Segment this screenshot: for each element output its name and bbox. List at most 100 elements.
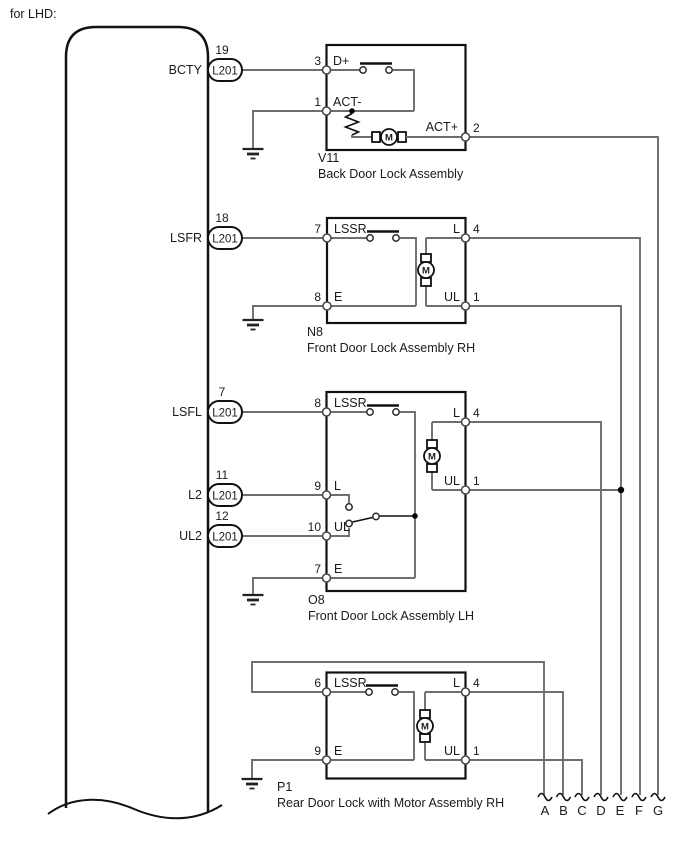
ecu-break-wave — [47, 798, 223, 820]
motor-label-o8: M — [428, 452, 436, 463]
pin-circle — [321, 65, 332, 75]
branch-terminals: A B C D E F G — [537, 792, 666, 818]
n8-label-ul: UL — [444, 290, 460, 304]
ground-icon-p1 — [241, 777, 263, 790]
ecu-signal-ul2: UL2 — [179, 529, 202, 543]
pin-circle — [321, 407, 332, 417]
n8-pin1: 1 — [473, 290, 480, 304]
pin-circle — [460, 417, 471, 427]
o8-pin7: 7 — [314, 562, 321, 576]
ecu-signal-l2: L2 — [188, 488, 202, 502]
ecu-body — [47, 25, 223, 820]
o8-pin8: 8 — [314, 396, 321, 410]
o8-label-l-in: L — [334, 479, 341, 493]
n8-pin4: 4 — [473, 222, 480, 236]
o8-label-ul-in: UL — [334, 520, 350, 534]
o8-id: O8 — [308, 593, 325, 607]
break-tilde-icon-g — [650, 792, 666, 802]
o8-label-e: E — [334, 562, 342, 576]
break-tilde-icon-c — [574, 792, 590, 802]
pin-circle — [322, 301, 332, 311]
wire-o8-ground — [252, 577, 327, 594]
pin-circle — [321, 106, 332, 116]
p1-id: P1 — [277, 780, 292, 794]
ecu-outline — [64, 25, 210, 812]
v11-name: Back Door Lock Assembly — [318, 167, 464, 181]
pin-circle — [460, 485, 471, 495]
pin-circle — [321, 755, 332, 765]
p1-label-ul: UL — [444, 744, 460, 758]
branch-label-a: A — [541, 803, 550, 818]
ground-icon-v11 — [242, 147, 264, 160]
wire-p1-ul-to-c — [465, 759, 583, 795]
connector-code-l2: L201 — [212, 491, 238, 503]
p1-pin9: 9 — [314, 744, 321, 758]
wire-n8-l-to-f — [465, 237, 641, 795]
block-p1: M 6 LSSR 9 E L 4 UL 1 P1 Rear Door Lock … — [277, 671, 504, 810]
branch-label-g: G — [653, 803, 663, 818]
motor-icon-o8: M — [423, 439, 441, 473]
connector-oval-ul2 — [207, 524, 243, 548]
pin-circle — [321, 531, 332, 541]
motor-icon-v11: M — [371, 128, 407, 146]
o8-name: Front Door Lock Assembly LH — [308, 609, 474, 623]
n8-label-e: E — [334, 290, 342, 304]
connector-oval-lsfl — [207, 400, 243, 424]
block-v11: M 3 D+ 1 ACT- ACT+ 2 V11 Back Door Lock … — [314, 43, 480, 181]
wire-p1-ground — [251, 759, 327, 778]
block-n8: M 7 LSSR 8 E L 4 UL 1 N8 Front Door Lock… — [307, 216, 480, 355]
connector-oval-l2 — [207, 483, 243, 507]
ground-icon-o8 — [242, 593, 264, 606]
break-tilde-icon-e — [612, 792, 628, 802]
branch-label-b: B — [559, 803, 568, 818]
branch-label-d: D — [596, 803, 605, 818]
junction-dot-e — [617, 486, 625, 494]
pin-circle — [322, 233, 332, 243]
wire-v11-actplus-to-g — [465, 136, 659, 795]
pin-circle — [460, 755, 471, 765]
motor-label-n8: M — [422, 266, 430, 277]
motor-label-p1: M — [421, 722, 429, 733]
v11-id: V11 — [318, 151, 339, 165]
connector-code-lsfr: L201 — [212, 234, 238, 246]
v11-pin3: 3 — [314, 54, 321, 68]
ecu-signal-lsfl: LSFL — [172, 405, 202, 419]
ecu-pinnum-ul2: 12 — [215, 509, 229, 523]
pin-circle — [321, 490, 332, 500]
o8-pin4: 4 — [473, 406, 480, 420]
o8-pin1: 1 — [473, 474, 480, 488]
p1-name: Rear Door Lock with Motor Assembly RH — [277, 796, 504, 810]
v11-label-actplus: ACT+ — [426, 120, 458, 134]
motor-label-v11: M — [385, 133, 393, 144]
branch-label-e: E — [616, 803, 625, 818]
page-title: for LHD: — [10, 7, 57, 21]
o8-outline — [325, 390, 467, 593]
motor-icon-p1: M — [416, 709, 434, 743]
n8-label-lssr: LSSR — [334, 222, 367, 236]
connector-oval-lsfr — [207, 226, 243, 250]
wire-n8-ground — [252, 305, 327, 319]
junction-dot-o8 — [412, 513, 418, 519]
pin-circle — [321, 573, 332, 583]
n8-label-l: L — [453, 222, 460, 236]
p1-pin1: 1 — [473, 744, 480, 758]
v11-label-dplus: D+ — [333, 54, 349, 68]
wire-o8-l-to-d — [465, 421, 602, 795]
connector-code-lsfl: L201 — [212, 408, 238, 420]
v11-pin2: 2 — [473, 121, 480, 135]
pin-circle — [460, 233, 471, 243]
ecu-pinnum-bcty: 19 — [215, 43, 229, 57]
break-tilde-icon-d — [593, 792, 609, 802]
p1-pin4: 4 — [473, 676, 480, 690]
v11-pin1: 1 — [314, 95, 321, 109]
block-o8: M 8 LSSR 9 L 10 UL 7 E L 4 UL 1 O8 Front… — [308, 390, 480, 623]
ground-icon-n8 — [242, 318, 264, 331]
pin-circle — [321, 687, 332, 697]
ground-icons — [241, 147, 264, 790]
ecu-connectors: BCTY 19 L201 LSFR 18 L201 LSFL 7 L201 L2… — [169, 43, 243, 548]
break-tilde-icon-b — [555, 792, 572, 802]
connector-code-bcty: L201 — [212, 66, 238, 78]
ecu-signal-bcty: BCTY — [169, 63, 203, 77]
v11-label-actminus: ACT- — [333, 95, 361, 109]
